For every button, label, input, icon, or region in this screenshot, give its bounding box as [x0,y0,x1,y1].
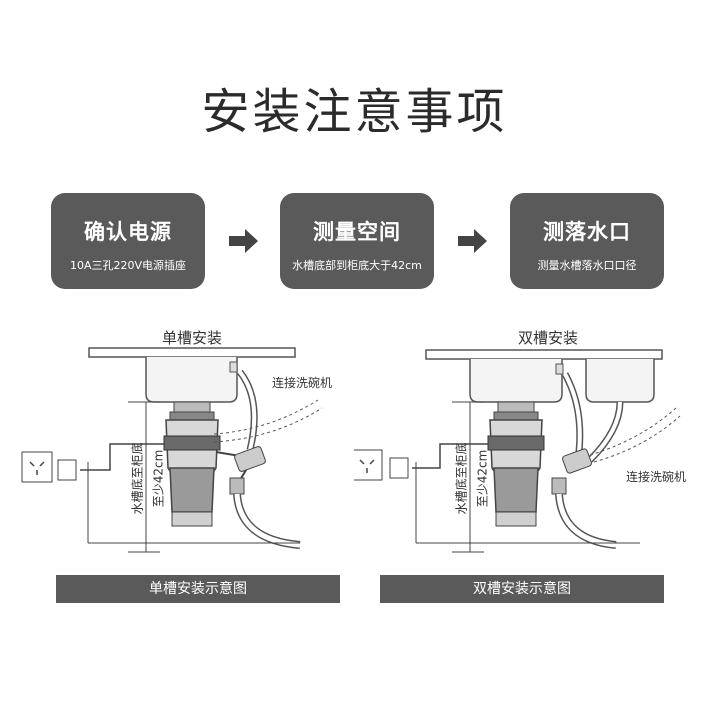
single-sink-caption: 单槽安装示意图 [56,575,340,603]
step-heading: 测量空间 [313,220,401,244]
page-title: 安装注意事项 [201,84,508,140]
arrow-right-icon [229,229,258,253]
measure-label-2: 至少42cm [151,449,166,508]
step-detail: 水槽底部到柜底大于42cm [292,259,422,272]
double-sink-caption: 双槽安装示意图 [380,575,664,603]
step-card-drain: 测落水口 测量水槽落水口口径 [510,193,664,289]
single-sink-title: 单槽安装 [161,329,222,347]
step-detail: 测量水槽落水口口径 [537,259,637,272]
dishwasher-label: 连接洗碗机 [272,376,333,390]
measure-label-1: 水槽底至柜底 [130,442,145,515]
step-card-power: 确认电源 10A三孔220V电源插座 [51,193,205,289]
single-measure-labels: 水槽底至柜底 至少42cm [90,432,210,532]
single-sink-diagram [21,347,323,553]
step-detail: 10A三孔220V电源插座 [69,259,187,272]
step-heading: 测落水口 [543,220,631,244]
arrow-right-icon [458,229,487,253]
step-card-space: 测量空间 水槽底部到柜底大于42cm [280,193,434,289]
double-measure-labels: 水槽底至柜底 至少42cm [414,432,534,532]
measure-label-1: 水槽底至柜底 [454,442,469,515]
dishwasher-label: 连接洗碗机 [626,470,687,484]
double-sink-diagram [354,349,681,553]
double-sink-title: 双槽安装 [517,329,578,347]
measure-label-2: 至少42cm [475,449,490,508]
step-heading: 确认电源 [84,220,172,244]
